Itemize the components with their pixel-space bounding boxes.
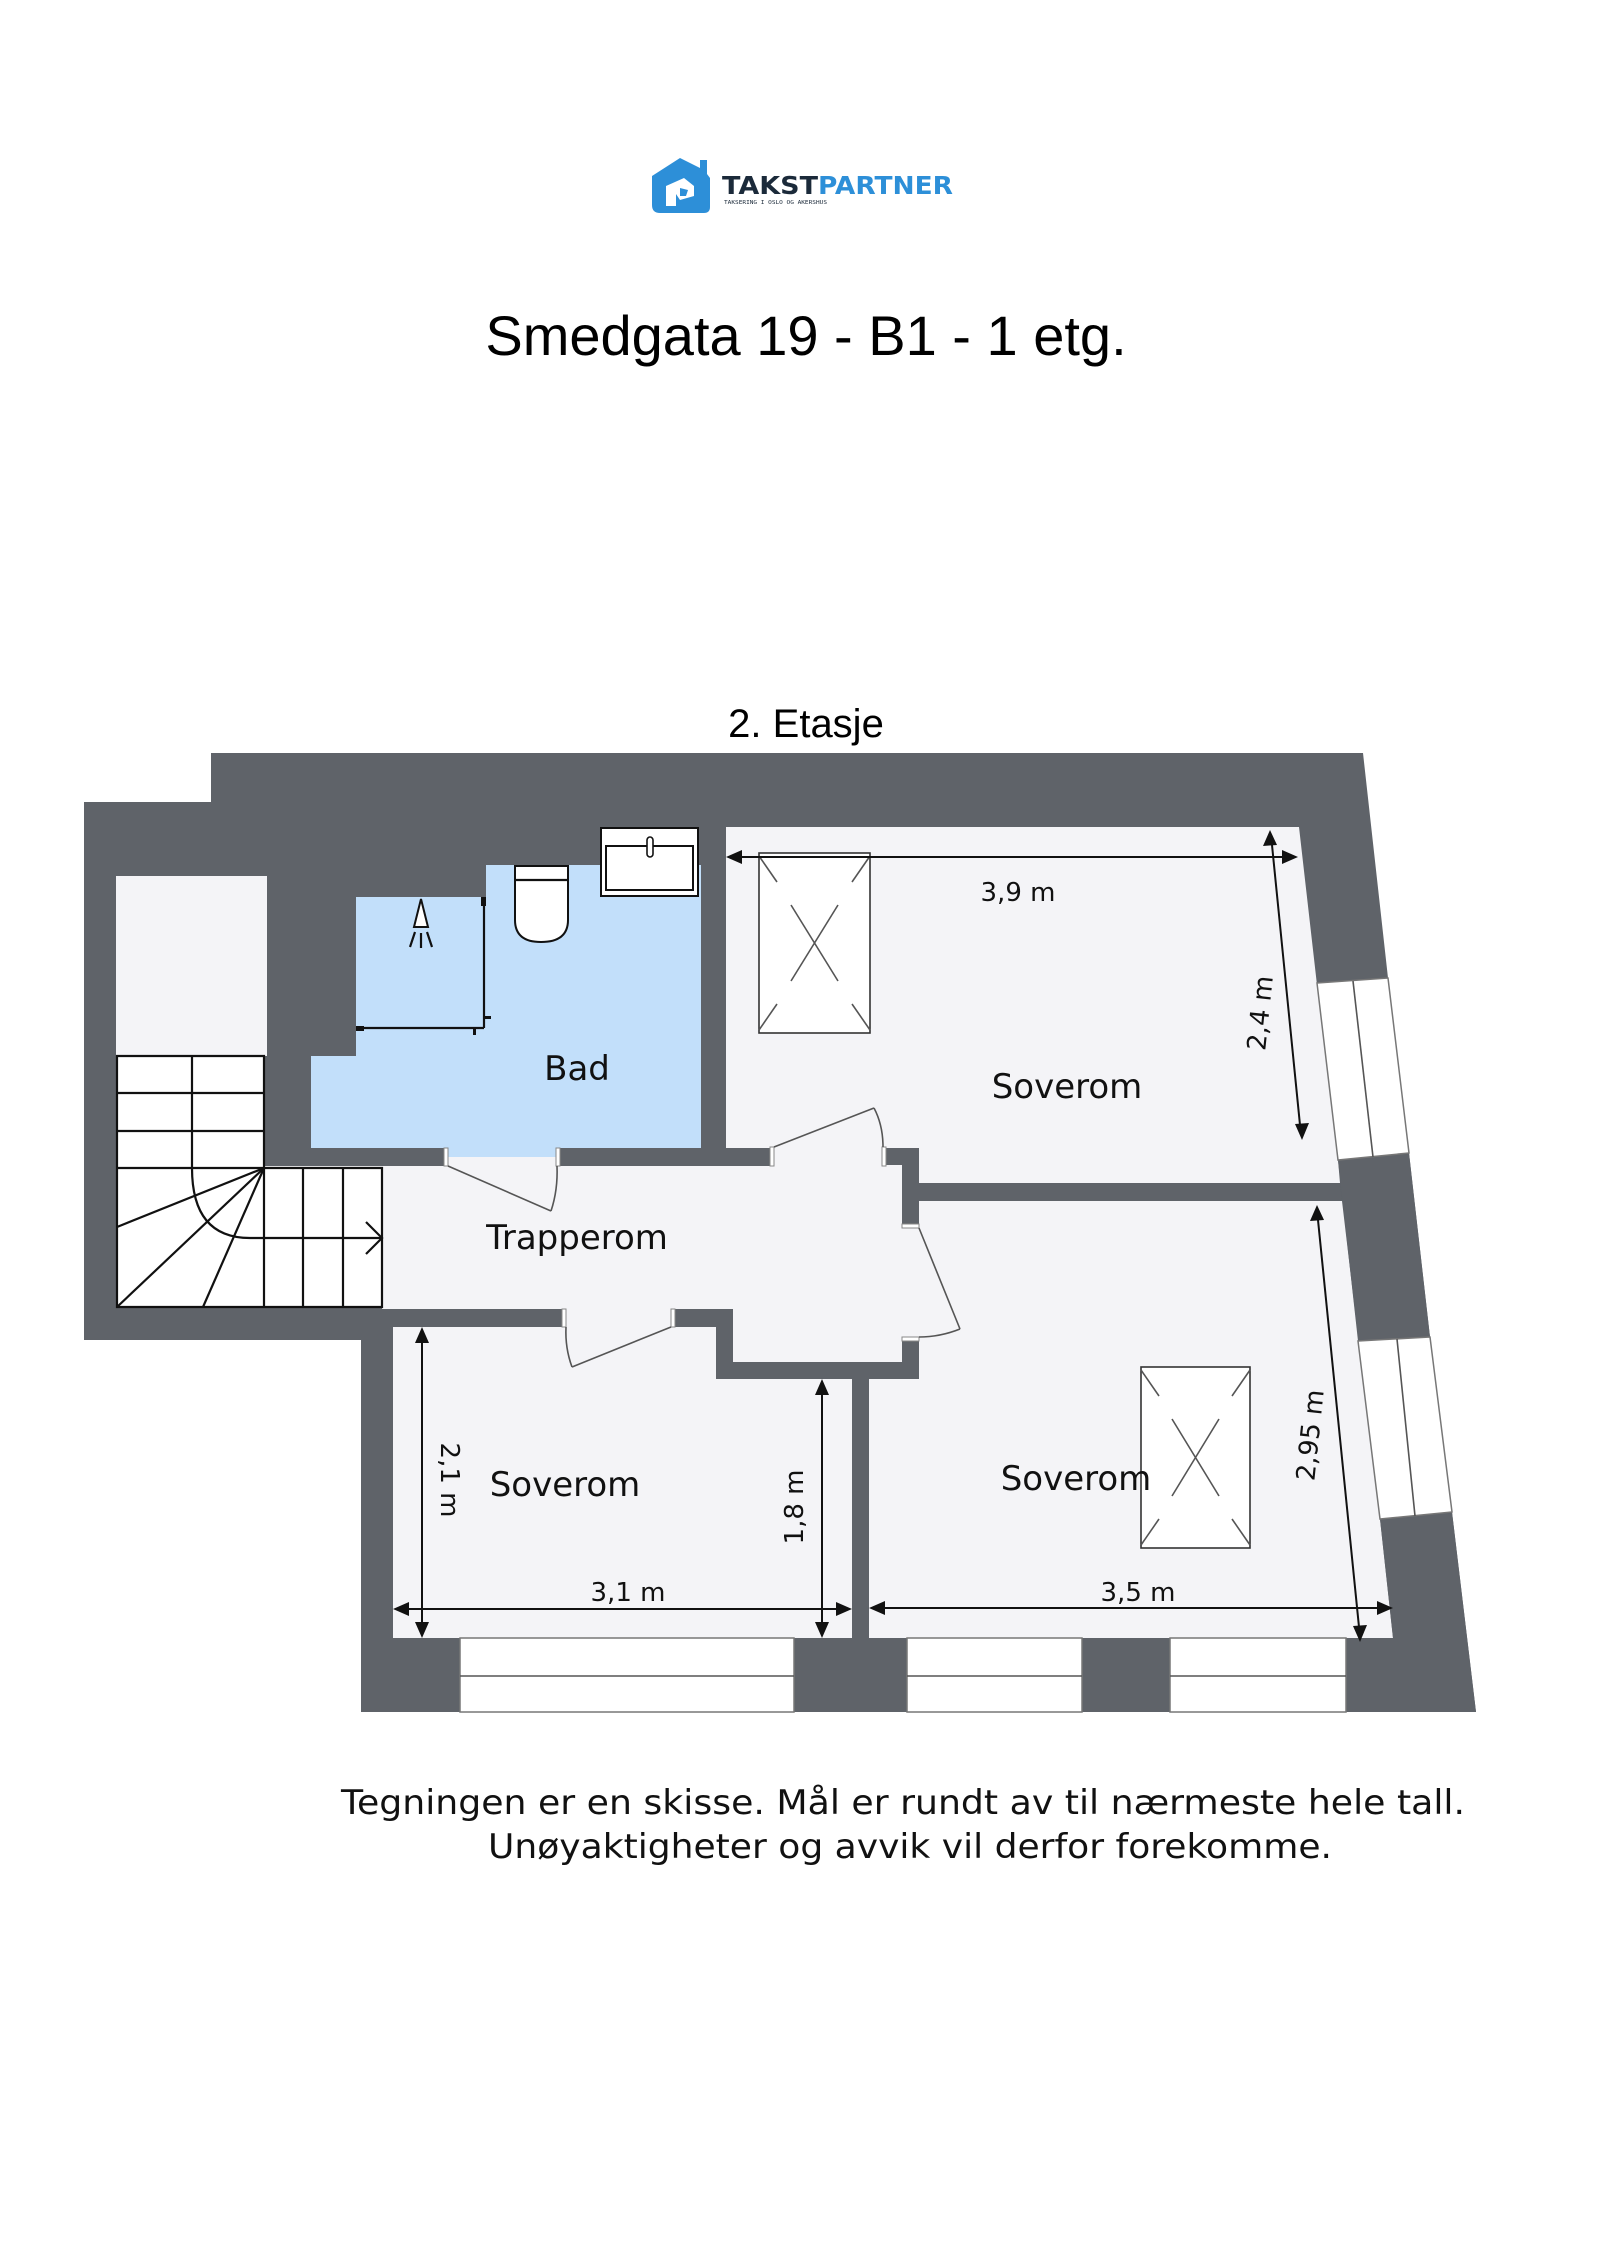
shower-icon bbox=[408, 898, 434, 948]
doors bbox=[443, 1107, 961, 1368]
door-bedroom-bottom-right[interactable] bbox=[901, 1223, 961, 1342]
dimension-label-3-9: 3,9 m bbox=[981, 878, 1056, 908]
interior-walls bbox=[264, 827, 1476, 1712]
room-label-soverom-top-right: Soverom bbox=[992, 1067, 1143, 1107]
dimension-label-1-8: 1,8 m bbox=[780, 1470, 810, 1545]
floor-title: 2. Etasje bbox=[728, 702, 884, 746]
logo-tagline: TAKSERING I OSLO OG AKERSHUS bbox=[724, 200, 827, 206]
trapperom-floor bbox=[264, 1148, 902, 1362]
windows bbox=[459, 977, 1453, 1713]
floor-areas bbox=[116, 827, 1393, 1638]
door-bedroom-top-right[interactable] bbox=[769, 1107, 887, 1167]
window-bottom-right bbox=[1169, 1637, 1347, 1713]
sink-icon bbox=[600, 827, 699, 897]
disclaimer-line-2: Unøyaktigheter og avvik vil derfor forek… bbox=[488, 1827, 1332, 1867]
bedroom-top-right-floor bbox=[726, 827, 1340, 1183]
room-label-soverom-bottom-right: Soverom bbox=[1001, 1459, 1152, 1499]
dimension-lines bbox=[393, 830, 1393, 1642]
window-bottom-middle bbox=[906, 1637, 1083, 1713]
door-bath[interactable] bbox=[443, 1147, 561, 1212]
disclaimer-line-1: Tegningen er en skisse. Mål er rundt av … bbox=[340, 1783, 1465, 1823]
dimension-label-2-1: 2,1 m bbox=[434, 1443, 464, 1518]
toilet-icon bbox=[514, 865, 569, 944]
takstpartner-logo: TAKST PARTNER TAKSERING I OSLO OG AKERSH… bbox=[652, 158, 953, 213]
room-label-bad: Bad bbox=[544, 1049, 610, 1089]
logo-word-partner: PARTNER bbox=[818, 171, 953, 200]
bath-floor bbox=[311, 865, 701, 1157]
house-icon bbox=[652, 158, 710, 213]
shower-screen bbox=[356, 897, 491, 1035]
door-bedroom-bottom-left[interactable] bbox=[561, 1308, 676, 1368]
page-title: Smedgata 19 - B1 - 1 etg. bbox=[485, 304, 1126, 367]
stair-walkline bbox=[190, 1167, 382, 1240]
skylight-bottom bbox=[1140, 1366, 1251, 1549]
bedroom-bottom-right-floor bbox=[869, 1201, 1393, 1638]
staircase bbox=[115, 1054, 384, 1309]
window-bottom-left bbox=[459, 1637, 795, 1713]
window-right-lower bbox=[1357, 1336, 1453, 1520]
stair-landing-floor bbox=[116, 876, 267, 1056]
bedroom-bottom-left-floor bbox=[393, 1327, 852, 1638]
bath-fixtures bbox=[356, 827, 699, 1035]
stair-direction-arrow-icon bbox=[365, 1221, 384, 1255]
room-label-trapperom: Trapperom bbox=[485, 1218, 668, 1258]
logo-word-takst: TAKST bbox=[722, 171, 818, 200]
room-label-soverom-bottom-left: Soverom bbox=[490, 1465, 641, 1505]
dimension-label-3-1: 3,1 m bbox=[591, 1578, 666, 1608]
skylight-top bbox=[758, 852, 871, 1034]
dimension-label-3-5: 3,5 m bbox=[1101, 1578, 1176, 1608]
